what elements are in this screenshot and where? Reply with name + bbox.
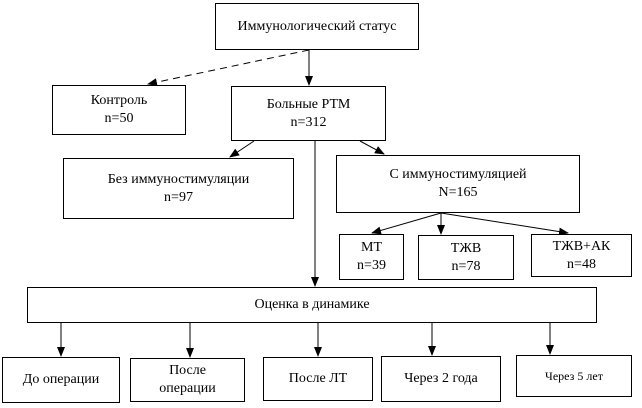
- node-label: Больные РТМ: [266, 96, 351, 112]
- node-with-immunostimulation: С иммуностимуляцией N=165: [336, 155, 580, 213]
- node-dynamic-evaluation: Оценка в динамике: [27, 287, 597, 323]
- node-label: Без иммуностимуляции: [107, 171, 250, 187]
- node-label: ТЖВ: [450, 240, 482, 256]
- node-label: Иммунологический статус: [237, 18, 397, 34]
- node-count: n=78: [451, 258, 481, 274]
- edge-patients-to-without: [229, 140, 255, 158]
- node-after-surgery: После операции: [130, 358, 245, 402]
- node-count: n=39: [357, 258, 386, 273]
- node-count: N=165: [438, 185, 478, 200]
- node-label: После: [169, 363, 206, 378]
- node-after-two-years: Через 2 года: [381, 356, 501, 402]
- node-after-lt: После ЛТ: [263, 357, 373, 401]
- node-control: Контроль n=50: [52, 85, 186, 135]
- node-before-surgery: До операции: [2, 357, 120, 403]
- node-label: Через 2 года: [404, 371, 478, 386]
- edge-status-to-control: [147, 49, 310, 87]
- node-label: Оценка в динамике: [254, 297, 370, 312]
- node-without-immunostimulation: Без иммуностимуляции n=97: [63, 158, 294, 219]
- node-tjv-ak: ТЖВ+АК n=48: [531, 234, 632, 277]
- node-label-line2: операции: [159, 381, 216, 396]
- edge-patients-to-with: [359, 140, 385, 155]
- node-count: n=312: [290, 114, 327, 130]
- node-label: До операции: [22, 372, 100, 387]
- node-patients: Больные РТМ n=312: [231, 86, 386, 141]
- edge-with-to-tjvak: [440, 212, 569, 236]
- node-after-five-years: Через 5 лет: [516, 355, 632, 397]
- node-count: n=97: [164, 189, 193, 205]
- node-tjv: ТЖВ n=78: [418, 235, 514, 280]
- node-label: Контроль: [90, 93, 148, 108]
- node-immunological-status: Иммунологический статус: [215, 3, 419, 50]
- node-label: ТЖВ+АК: [552, 238, 611, 254]
- node-label: Через 5 лет: [545, 369, 603, 383]
- node-count: n=50: [104, 111, 134, 126]
- node-mt: МТ n=39: [339, 234, 404, 280]
- node-label: После ЛТ: [288, 371, 348, 386]
- node-label: МТ: [361, 240, 382, 255]
- node-label: С иммуностимуляцией: [389, 167, 527, 182]
- edge-with-to-mt: [371, 212, 442, 235]
- node-count: n=48: [567, 256, 596, 272]
